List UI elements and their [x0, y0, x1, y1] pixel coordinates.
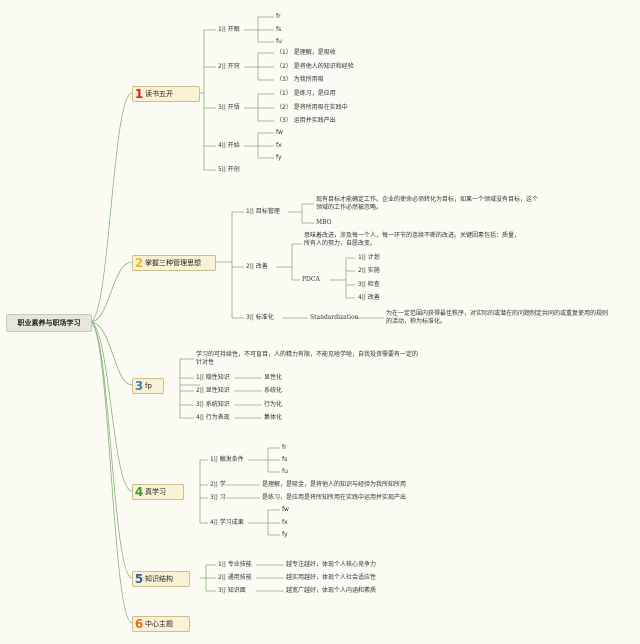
- leaf[interactable]: 是理解，是吸金，是将他人的知识与经验为我所知所用: [262, 481, 407, 488]
- topic-label: 真学习: [145, 488, 166, 496]
- leaf[interactable]: （2） 是将所用吸在实践中: [276, 104, 348, 111]
- leaf[interactable]: （1） 是练习，是应用: [276, 90, 336, 97]
- number-badge-5: 5: [134, 572, 144, 586]
- leaf[interactable]: 越实用越好，体现个人社会适应性: [286, 574, 377, 581]
- topic-label: 掌握三种管理思想: [145, 259, 201, 267]
- subtopic[interactable]: 3|| 标准化: [246, 314, 274, 321]
- leaf[interactable]: fw: [276, 129, 283, 136]
- leaf[interactable]: 4|| 改善: [358, 294, 380, 301]
- leaf[interactable]: fw: [282, 506, 289, 513]
- leaf[interactable]: （3） 为我所用吸: [276, 76, 324, 83]
- leaf[interactable]: （1） 是理解，是吸收: [276, 49, 336, 56]
- subtopic[interactable]: 4|| 学习成果: [210, 519, 244, 526]
- leaf[interactable]: 集体化: [264, 414, 283, 421]
- root-topic[interactable]: 职业素养与职场学习: [6, 314, 92, 332]
- subtopic[interactable]: 1|| 专业技能: [218, 561, 252, 568]
- subtopic[interactable]: 3|| 开悟: [218, 104, 240, 111]
- leaf[interactable]: fs: [276, 26, 282, 33]
- leaf[interactable]: 3|| 检查: [358, 281, 380, 288]
- subtopic[interactable]: 2|| 开窍: [218, 63, 240, 70]
- subtopic[interactable]: 2|| 改善: [246, 263, 268, 270]
- leaf[interactable]: fr: [282, 444, 287, 451]
- leaf[interactable]: fy: [276, 154, 282, 161]
- leaf[interactable]: 2|| 实施: [358, 267, 380, 274]
- leaf[interactable]: （3） 运用并实践产出: [276, 117, 336, 124]
- leaf[interactable]: fs: [282, 456, 288, 463]
- leaf[interactable]: fu: [282, 468, 288, 475]
- subtopic[interactable]: 1|| 触发条件: [210, 456, 244, 463]
- number-badge-2: 2: [134, 256, 144, 270]
- number-badge-1: 1: [134, 87, 144, 101]
- leaf[interactable]: 显性化: [264, 374, 283, 381]
- leaf[interactable]: 行为化: [264, 401, 283, 408]
- subtopic[interactable]: 2|| 学: [210, 481, 226, 488]
- leaf[interactable]: fr: [276, 13, 281, 20]
- leaf[interactable]: fy: [282, 531, 288, 538]
- leaf[interactable]: 系统化: [264, 387, 283, 394]
- subtopic[interactable]: 5|| 开创: [218, 166, 240, 173]
- leaf[interactable]: 越宽广越好，体现个人内涵和素质: [286, 587, 377, 594]
- leaf[interactable]: （2） 是将他人的知识和经验: [276, 63, 354, 70]
- subtopic[interactable]: 4|| 开始: [218, 142, 240, 149]
- number-badge-4: 4: [134, 485, 144, 499]
- leaf[interactable]: 1|| 计划: [358, 254, 380, 261]
- description: 意味着改进，涉及每一个人，每一环节的连续不断的改进。关键因素包括：质量，所有人的…: [304, 232, 521, 247]
- leaf[interactable]: 是练习，是应用是将所知所用在实践中运用并实现产出: [262, 494, 407, 501]
- subtopic[interactable]: 3|| 系统知识: [196, 401, 230, 408]
- subtopic[interactable]: 3|| 习: [210, 494, 226, 501]
- leaf[interactable]: 越专注越好，体现个人核心竞争力: [286, 561, 377, 568]
- leaf[interactable]: Standardization: [310, 314, 359, 321]
- topic-label: 中心主题: [145, 620, 173, 628]
- leaf[interactable]: fx: [282, 519, 288, 526]
- subtopic[interactable]: 2|| 显性知识: [196, 387, 230, 394]
- subtopic[interactable]: 1|| 开眼: [218, 26, 240, 33]
- topic-label: fp: [145, 382, 152, 390]
- topic-label: 读书五开: [145, 90, 173, 98]
- leaf[interactable]: fx: [276, 142, 282, 149]
- subtopic[interactable]: 4|| 行为表现: [196, 414, 230, 421]
- number-badge-3: 3: [134, 379, 144, 393]
- subtopic[interactable]: 1|| 目标管理: [246, 208, 280, 215]
- description: 现有目标才能确定工作。企业的使命必须转化为目标，如果一个领域没有目标，这个领域的…: [316, 196, 539, 211]
- leaf[interactable]: fu: [276, 38, 282, 45]
- subtopic[interactable]: 2|| 通用技能: [218, 574, 252, 581]
- description: 为在一定范围内获得最佳秩序，对实际的或潜在的问题制定共同的或重复使用的规则的活动…: [386, 310, 609, 325]
- leaf[interactable]: MBO: [316, 219, 332, 226]
- topic-label: 知识结构: [145, 575, 173, 583]
- subtopic[interactable]: 1|| 隐性知识: [196, 374, 230, 381]
- description: 学习的可持续性，不可盲目，人的精力有限，不能见啥学啥，自我投资需要有一定的针对性: [196, 351, 419, 366]
- leaf[interactable]: PDCA: [302, 276, 320, 283]
- number-badge-6: 6: [134, 617, 144, 631]
- subtopic[interactable]: 3|| 知识面: [218, 587, 246, 594]
